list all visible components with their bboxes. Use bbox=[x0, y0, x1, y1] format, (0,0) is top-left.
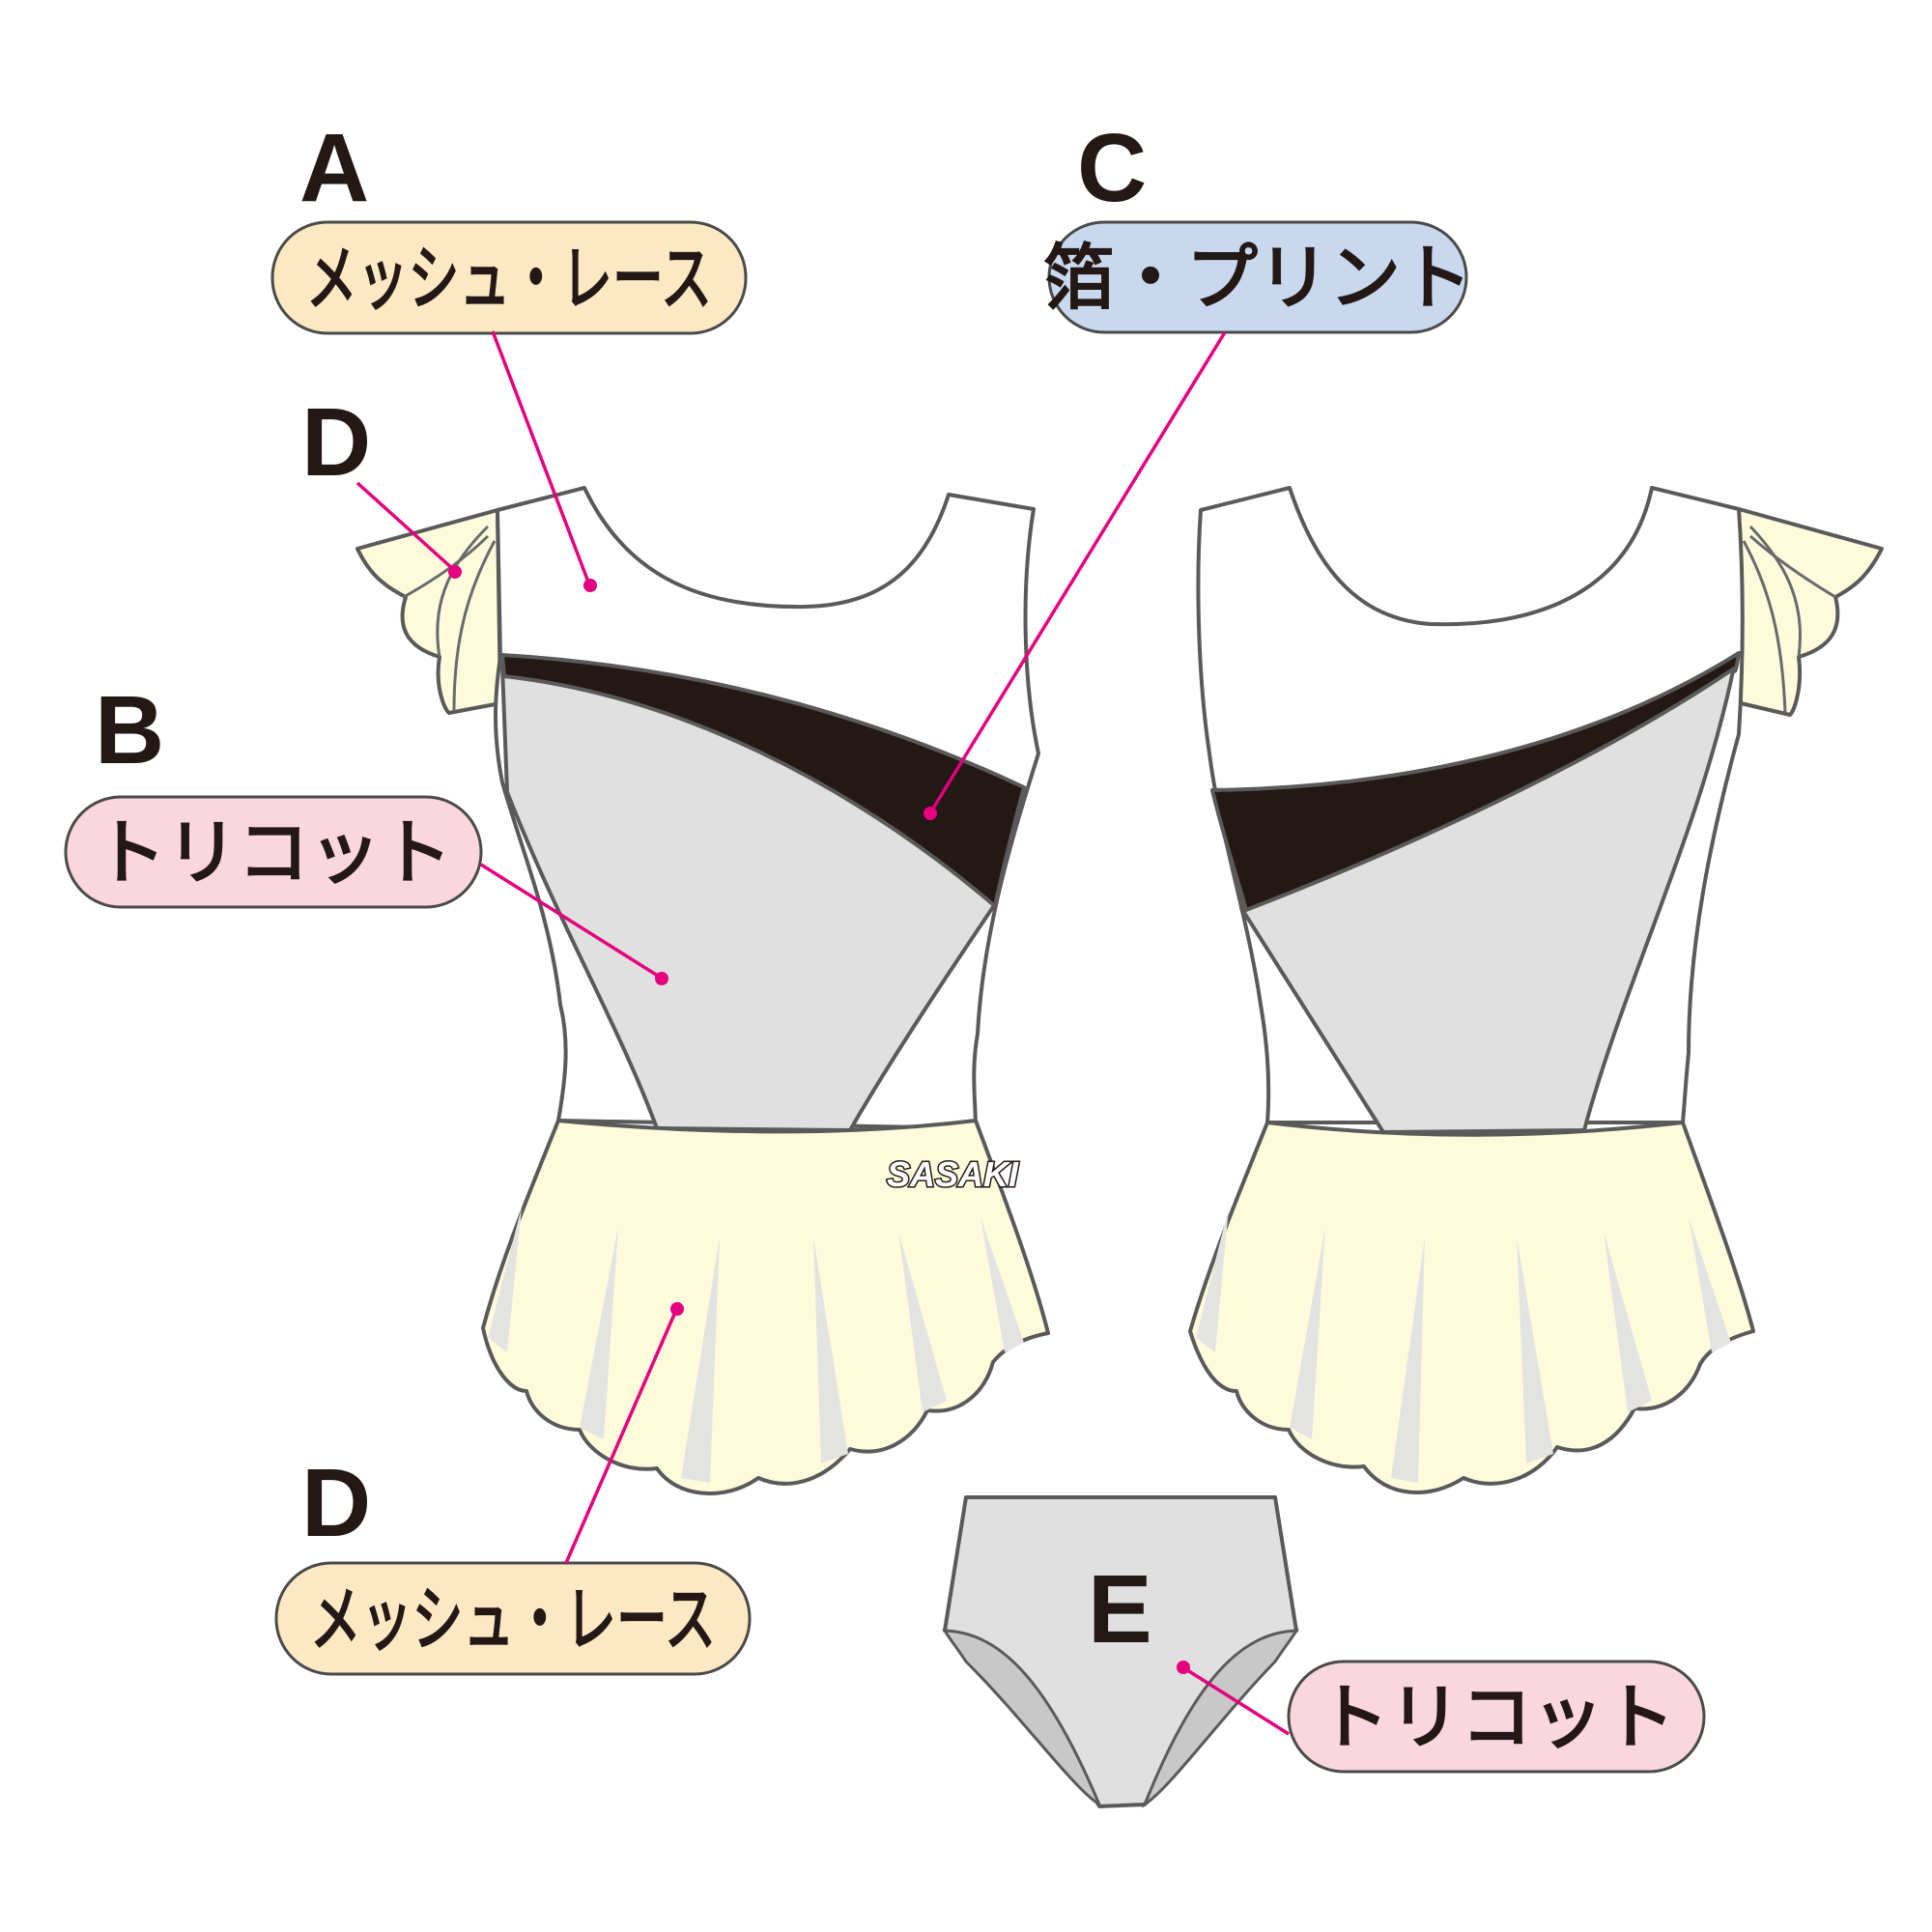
callout-d-skirt-dot bbox=[670, 1302, 684, 1316]
callout-b-pill bbox=[64, 795, 483, 909]
callout-d-sleeve-dot bbox=[448, 565, 462, 579]
callout-d-sleeve: D bbox=[301, 388, 462, 579]
callout-c-pill bbox=[1047, 220, 1468, 334]
back-skirt-pleat-1 bbox=[1196, 1208, 1229, 1352]
briefs-icon bbox=[942, 1495, 1299, 1808]
front-skirt-pleat-3 bbox=[681, 1236, 720, 1483]
callout-d-skirt-leader bbox=[564, 1309, 678, 1564]
sasaki-logo: SASAKI bbox=[887, 1154, 1019, 1194]
callout-d-skirt-pill bbox=[274, 1561, 752, 1676]
callout-c-dot bbox=[923, 807, 937, 820]
callout-a: A メッシュ・レース bbox=[270, 114, 748, 592]
callout-d-skirt-label: メッシュ・レース bbox=[310, 1578, 716, 1662]
callout-c-letter: C bbox=[1077, 114, 1147, 222]
briefs-leg-right bbox=[1141, 1629, 1299, 1808]
back-skirt bbox=[1188, 1121, 1755, 1494]
front-sleeve-fold-2 bbox=[452, 540, 497, 711]
callout-d-sleeve-leader bbox=[355, 481, 456, 572]
briefs-leg-left bbox=[942, 1629, 1103, 1808]
back-skirt-pleat-6 bbox=[1689, 1217, 1731, 1352]
back-skirt-pleat-3 bbox=[1391, 1236, 1425, 1483]
back-black-band bbox=[1210, 651, 1741, 912]
callout-d-skirt-letter: D bbox=[301, 1449, 371, 1557]
callout-c: C 箔・プリント bbox=[923, 114, 1472, 820]
callout-e: E トリコット bbox=[1088, 1555, 1706, 1774]
callout-d-sleeve-letter: D bbox=[301, 388, 371, 497]
front-sleeve-ruffle bbox=[355, 508, 502, 715]
callout-e-dot bbox=[1177, 1661, 1190, 1674]
callout-e-label: トリコット bbox=[1318, 1676, 1675, 1759]
front-skirt-pleat-4 bbox=[813, 1236, 848, 1463]
callout-e-leader bbox=[1183, 1666, 1290, 1736]
callout-b-label: トリコット bbox=[95, 811, 452, 895]
callout-a-letter: A bbox=[299, 114, 369, 222]
front-skirt-pleat-1 bbox=[488, 1208, 522, 1352]
callout-d-skirt: D メッシュ・レース bbox=[274, 1302, 752, 1676]
front-sleeve-fold-1 bbox=[436, 525, 490, 658]
callout-a-label: メッシュ・レース bbox=[306, 238, 712, 321]
callout-b-dot bbox=[655, 972, 668, 985]
leotard-front-icon: SASAKI bbox=[355, 486, 1050, 1495]
back-skirt-pleat-4 bbox=[1517, 1236, 1553, 1463]
back-sleeve-fold-2 bbox=[1742, 540, 1787, 714]
front-sleeve-fold-3 bbox=[403, 534, 490, 599]
front-skirt-pleat-2 bbox=[580, 1227, 618, 1439]
back-sleeve-ruffle bbox=[1737, 507, 1884, 717]
back-skirt-pleat-2 bbox=[1290, 1227, 1325, 1439]
callout-a-leader bbox=[491, 330, 591, 585]
callout-a-dot bbox=[583, 579, 597, 592]
callout-a-pill bbox=[270, 220, 748, 335]
back-skirt-pleat-5 bbox=[1604, 1232, 1652, 1412]
callout-b: B トリコット bbox=[64, 676, 668, 985]
front-skirt-pleat-6 bbox=[980, 1217, 1024, 1352]
callout-b-letter: B bbox=[95, 676, 164, 784]
callout-e-letter: E bbox=[1088, 1555, 1152, 1663]
callout-e-pill bbox=[1287, 1660, 1706, 1774]
front-black-band bbox=[500, 653, 1026, 908]
callout-c-leader bbox=[929, 331, 1227, 812]
callout-c-label: 箔・プリント bbox=[1043, 237, 1472, 320]
back-sleeve-fold-1 bbox=[1748, 525, 1802, 658]
callout-b-leader bbox=[480, 863, 662, 980]
back-sleeve-fold-3 bbox=[1749, 534, 1836, 599]
front-skirt-pleat-5 bbox=[898, 1232, 947, 1412]
leotard-back-icon bbox=[1188, 486, 1884, 1494]
